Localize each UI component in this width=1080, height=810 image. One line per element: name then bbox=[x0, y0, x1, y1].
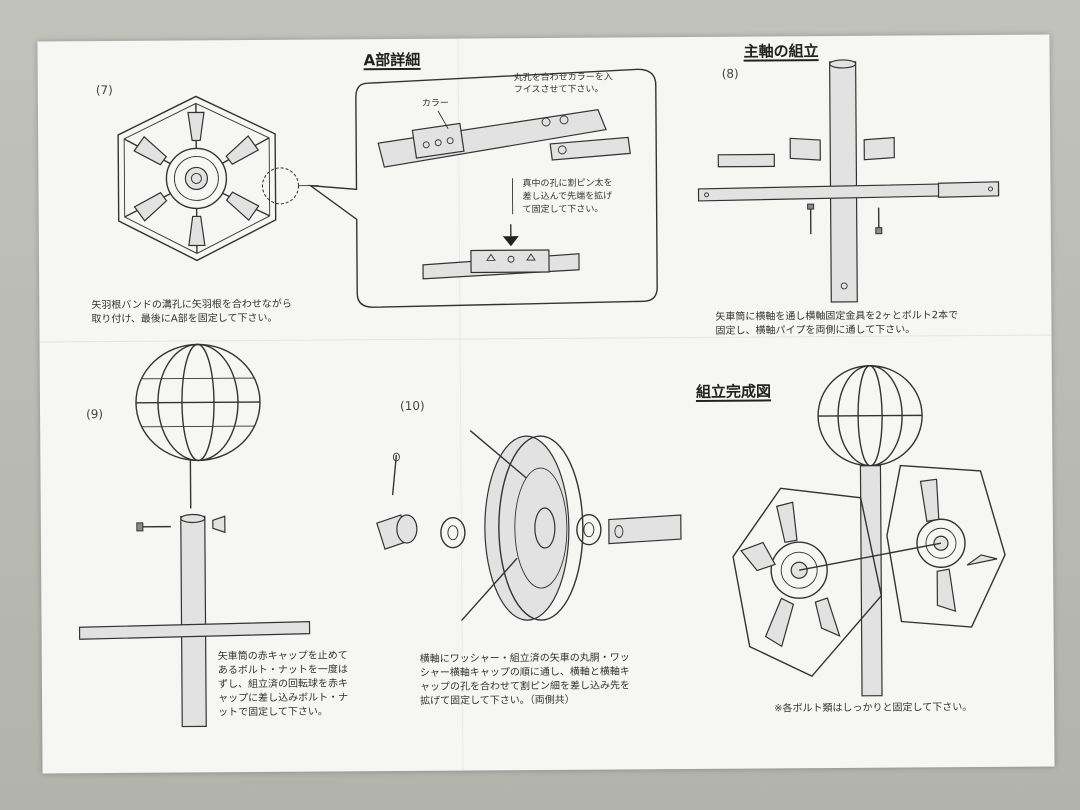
step-10-caption: 横軸にワッシャー・組立済の矢車の丸胴・ワッ シャー横軸キャップの順に通し、横軸と… bbox=[419, 652, 631, 707]
detail-a-collar-note: 丸孔を合わせカラーを入 フイスさせて下さい。 bbox=[513, 72, 613, 96]
step10-axle-diagram bbox=[376, 429, 682, 622]
step-8-label: (8) bbox=[721, 66, 739, 81]
step-10-label: (10) bbox=[399, 398, 425, 414]
step-8-caption: 矢車筒に横軸を通し横軸固定金具を2ヶとボルト2本で 固定し、横軸パイプを両側に通… bbox=[715, 310, 959, 337]
step9-ball-assembly-diagram bbox=[78, 343, 311, 728]
detail-a-heading: A部詳細 bbox=[363, 50, 421, 71]
bolt-note: ※各ボルト類はしっかりと固定して下さい。 bbox=[774, 702, 973, 715]
diagram-layer bbox=[78, 59, 1006, 728]
completed-heading: 組立完成図 bbox=[695, 382, 772, 402]
detail-a-pin-note: 真中の孔に割ピン太を 差し込んで先端を拡げ て固定して下さい。 bbox=[522, 178, 613, 216]
step7-hex-wheel-diagram bbox=[117, 95, 319, 262]
step-7-label: (7) bbox=[95, 83, 113, 98]
step-9-label: (9) bbox=[86, 407, 104, 422]
completed-assembly-diagram bbox=[732, 365, 1006, 697]
main-shaft-heading: 主軸の組立 bbox=[743, 42, 819, 62]
step-7-caption: 矢羽根バンドの溝孔に矢羽根を合わせながら 取り付け、最後にA部を固定して下さい。 bbox=[91, 298, 292, 326]
detail-a-diagram bbox=[308, 68, 658, 308]
step-9-caption: 矢車筒の赤キャップを止めて あるボルト・ナットを一度は ずし、組立済の回転球を赤… bbox=[217, 650, 349, 719]
detail-a-collar-label: カラー bbox=[421, 98, 449, 109]
instruction-sheet: (7) A部詳細 主軸の組立 (8) 丸孔を合わせカラーを入 フイスさせて下さい… bbox=[37, 34, 1055, 774]
step8-main-shaft-diagram bbox=[697, 59, 1000, 303]
